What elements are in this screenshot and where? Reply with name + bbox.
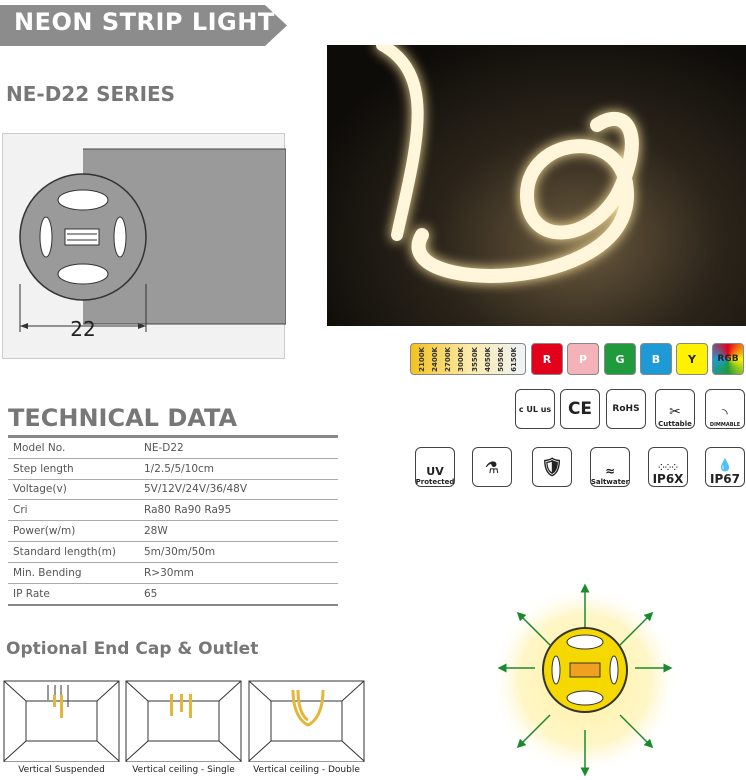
table-row: Min. Bending R>30mm: [8, 563, 338, 584]
cct-value: 2400K: [430, 346, 439, 372]
spec-key: Standard length(m): [13, 545, 116, 558]
spec-value: 5m/30m/50m: [144, 545, 216, 558]
cct-value: 3000K: [457, 346, 466, 372]
cct-value: 5050K: [497, 346, 506, 372]
product-photo: [327, 39, 746, 326]
ip6x-label: IP6X: [652, 472, 684, 486]
cap-label: Vertical ceiling - Single: [132, 765, 235, 775]
uv-label: UV: [426, 465, 444, 478]
spec-value: Ra80 Ra90 Ra95: [144, 504, 232, 517]
cap-label: Vertical ceiling - Double: [253, 765, 360, 775]
dimmable-label: DIMMABLE: [709, 422, 741, 428]
cct-value: 2700K: [444, 346, 453, 372]
water-drop-icon: 💧: [717, 458, 733, 472]
vertical-suspended-diagram: [3, 680, 120, 762]
color-chip-yellow: Y: [676, 343, 708, 375]
ip67-label: IP67: [710, 472, 740, 486]
dimension-label: 22: [70, 317, 95, 341]
light-emission-diagram: [490, 583, 680, 777]
ip67-icon: 💧IP67: [705, 447, 745, 487]
spec-key: Voltage(v): [13, 483, 67, 496]
chemical-resistant-icon: ⚗: [472, 447, 512, 487]
page-title: NEON STRIP LIGHT: [14, 8, 275, 36]
spec-value: 65: [144, 587, 158, 600]
color-chip-green: G: [604, 343, 636, 375]
technical-data-title: TECHNICAL DATA: [8, 404, 238, 432]
spec-value: NE-D22: [144, 441, 184, 454]
table-row: Cri Ra80 Ra90 Ra95: [8, 500, 338, 522]
color-chip-red: R: [531, 343, 563, 375]
color-chip-pink: P: [567, 343, 599, 375]
ul-label: c UL us: [518, 404, 552, 414]
test-tube-icon: ⚗: [484, 457, 500, 477]
table-row: Voltage(v) 5V/12V/24V/36/48V: [8, 480, 338, 501]
dimmable-icon: ◝DIMMABLE: [705, 389, 745, 429]
ip6x-icon: ⁘⁘⁘IP6X: [648, 447, 688, 487]
color-chip-blue: B: [640, 343, 672, 375]
ce-label: CE: [567, 399, 593, 419]
table-row: IP Rate 65: [8, 584, 338, 605]
spec-key: Model No.: [13, 441, 66, 454]
series-title: NE-D22 SERIES: [6, 82, 176, 106]
color-chip-rgb: RGB: [712, 343, 744, 375]
table-row: Power(w/m) 28W: [8, 521, 338, 542]
vertical-ceiling-double-diagram: [248, 680, 365, 762]
ce-icon: CE: [560, 389, 600, 429]
saltwater-icon: ≈Saltwater: [590, 447, 630, 487]
dust-icon: ⁘⁘⁘: [657, 463, 679, 472]
cap-label: Vertical Suspended: [18, 765, 105, 775]
spec-value: 28W: [144, 525, 168, 538]
title-banner: [0, 5, 287, 46]
spec-value: 1/2.5/5/10cm: [144, 462, 215, 475]
cuttable-icon: ✂Cuttable: [655, 389, 695, 429]
spec-value: R>30mm: [144, 566, 194, 579]
spec-key: IP Rate: [13, 587, 50, 600]
rohs-label: RoHS: [612, 404, 640, 414]
scissors-icon: ✂: [669, 404, 681, 420]
cct-value: 6150K: [510, 346, 519, 372]
spec-key: Power(w/m): [13, 525, 76, 538]
table-row: Standard length(m) 5m/30m/50m: [8, 542, 338, 563]
wave-icon: ≈: [604, 464, 616, 478]
profile-drawing: 22: [2, 133, 287, 359]
fire-resistant-icon: 🛡: [532, 447, 572, 487]
ul-icon: c UL us: [515, 389, 555, 429]
rohs-icon: RoHS: [606, 389, 646, 429]
end-cap-title: Optional End Cap & Outlet: [6, 639, 259, 659]
spec-value: 5V/12V/24V/36/48V: [144, 483, 248, 496]
cct-value: 3550K: [470, 346, 479, 372]
cct-value: 2100K: [417, 346, 426, 372]
spec-key: Min. Bending: [13, 566, 82, 579]
dim-arc-icon: ◝: [722, 406, 728, 422]
protected-label: Protected: [415, 478, 455, 486]
vertical-ceiling-single-diagram: [125, 680, 242, 762]
shield-flame-icon: 🛡: [540, 456, 564, 478]
cct-value: 4050K: [483, 346, 492, 372]
cuttable-label: Cuttable: [658, 420, 692, 428]
table-row: Model No. NE-D22: [8, 438, 338, 459]
cct-chip: 2100K 2400K 2700K 3000K 3550K 4050K 5050K 6150K: [410, 343, 526, 375]
table-row: Step length 1/2.5/5/10cm: [8, 459, 338, 480]
spec-key: Step length: [13, 462, 74, 475]
saltwater-label: Saltwater: [590, 478, 630, 486]
spec-key: Cri: [13, 504, 28, 517]
